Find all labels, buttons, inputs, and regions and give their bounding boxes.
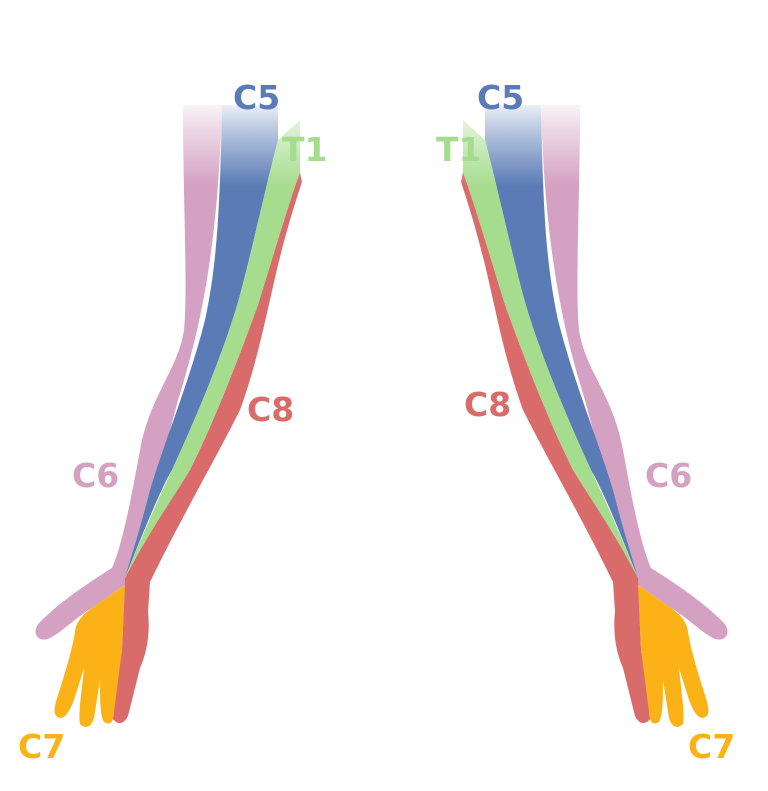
right-label-c5: C5 <box>477 78 524 117</box>
left-label-c6: C6 <box>72 456 119 495</box>
right-label-c8: C8 <box>464 385 511 424</box>
left-label-c7: C7 <box>18 727 65 766</box>
left-label-c5: C5 <box>233 78 280 117</box>
right-label-c7: C7 <box>688 727 735 766</box>
left-label-t1: T1 <box>282 130 327 169</box>
right-label-c6: C6 <box>645 456 692 495</box>
left-label-c8: C8 <box>247 390 294 429</box>
right-label-t1: T1 <box>436 130 481 169</box>
